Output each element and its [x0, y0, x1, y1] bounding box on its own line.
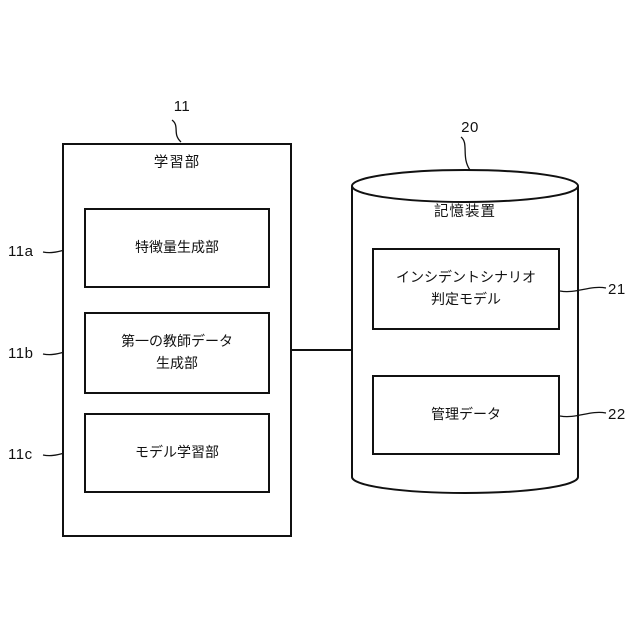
ref-label-11b: 11b — [8, 345, 34, 362]
storage-cylinder-top — [351, 169, 579, 203]
incident-scenario-model-label-line1: インシデントシナリオ — [396, 269, 536, 286]
ref-label-11a: 11a — [8, 243, 34, 260]
feature-generation-box: 特徴量生成部 — [84, 208, 270, 288]
model-learning-box: モデル学習部 — [84, 413, 270, 493]
model-learning-label-line1: モデル学習部 — [135, 444, 219, 461]
incident-scenario-model-label-line2: 判定モデル — [431, 291, 501, 307]
ref-label-22: 22 — [608, 406, 626, 423]
management-data-box: 管理データ — [372, 375, 560, 455]
leader-line-20 — [460, 136, 471, 171]
ref-label-11: 11 — [173, 98, 191, 115]
feature-generation-label-line1: 特徴量生成部 — [135, 239, 219, 256]
first-teacher-data-label-line1: 第一の教師データ — [121, 333, 233, 350]
learning-unit-title: 学習部 — [153, 155, 201, 171]
management-data-label-line1: 管理データ — [431, 406, 501, 423]
storage-device-title: 記憶装置 — [434, 204, 496, 220]
ref-label-20: 20 — [461, 119, 479, 136]
ref-label-11c: 11c — [8, 446, 33, 463]
leader-line-11 — [171, 119, 182, 143]
first-teacher-data-generation-box: 第一の教師データ 生成部 — [84, 312, 270, 394]
first-teacher-data-label-line2: 生成部 — [156, 355, 198, 371]
leader-line-21 — [559, 286, 607, 293]
ref-label-21: 21 — [608, 281, 626, 298]
incident-scenario-model-box: インシデントシナリオ 判定モデル — [372, 248, 560, 330]
leader-line-22 — [559, 411, 607, 418]
